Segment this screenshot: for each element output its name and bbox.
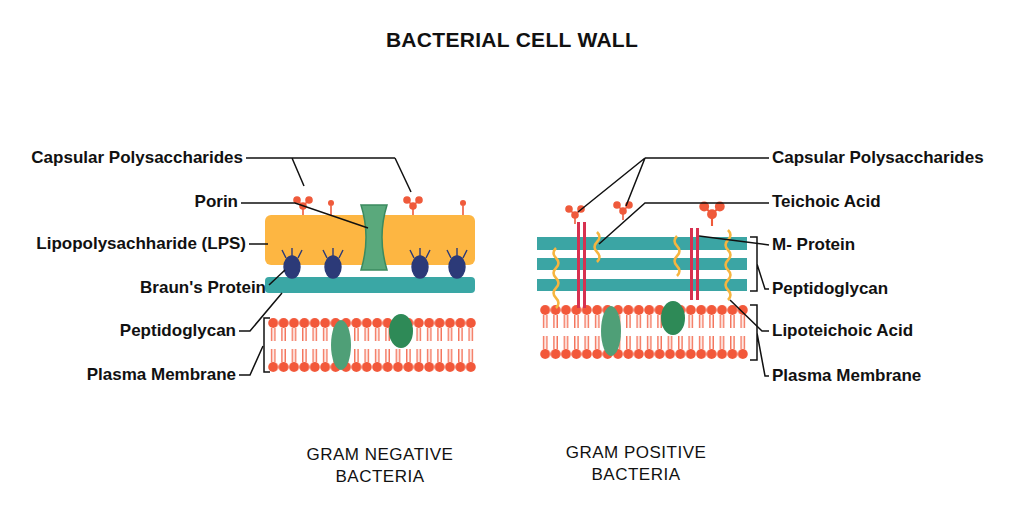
- peptidoglycan-layer: [537, 258, 747, 270]
- part-label: Plasma Membrane: [772, 366, 921, 386]
- peptidoglycan-layer: [537, 279, 747, 291]
- membrane-protein: [331, 320, 351, 370]
- part-label: Braun's Protein: [140, 278, 266, 298]
- membrane-protein: [661, 301, 685, 335]
- m-protein: [696, 228, 699, 300]
- part-label: Peptidoglycan: [772, 279, 888, 299]
- leader-line: [241, 203, 368, 228]
- part-label: M- Protein: [772, 235, 855, 255]
- part-label: Capsular Polysaccharides: [31, 148, 243, 168]
- teichoic-acid: [675, 236, 680, 276]
- panel-caption: GRAM NEGATIVE BACTERIA: [290, 444, 470, 488]
- part-label: Plasma Membrane: [87, 365, 236, 385]
- bracket: [750, 305, 769, 376]
- lipoteichoic-acid: [554, 248, 559, 308]
- panel-caption: GRAM POSITIVE BACTERIA: [546, 442, 726, 486]
- leader-line: [730, 300, 769, 331]
- m-protein: [583, 222, 586, 308]
- membrane-protein: [389, 314, 413, 348]
- m-protein: [577, 222, 580, 308]
- bracket: [264, 318, 270, 372]
- part-label: Peptidoglycan: [120, 321, 236, 341]
- part-label: Lipopolysachharide (LPS): [36, 234, 246, 254]
- peptidoglycan-layer: [265, 277, 475, 293]
- leader-line: [699, 236, 769, 245]
- leader-line: [239, 293, 282, 331]
- leader-line: [578, 158, 769, 212]
- capsular-polysaccharide: [331, 206, 463, 215]
- leader-line: [246, 158, 411, 192]
- capsular-polysaccharide: [700, 203, 723, 226]
- teichoic-acid: [595, 232, 600, 262]
- phospholipid-bilayer: [540, 304, 748, 360]
- part-label: Lipoteichoic Acid: [772, 321, 913, 341]
- phospholipid-bilayer: [268, 317, 476, 373]
- peptidoglycan-layer: [537, 237, 747, 250]
- leader-line: [269, 270, 285, 285]
- leader-line: [239, 346, 263, 375]
- braun-protein: [449, 256, 465, 278]
- part-label: Capsular Polysaccharides: [772, 148, 984, 168]
- braun-protein: [412, 256, 428, 278]
- m-protein: [690, 228, 693, 300]
- diagram-title: BACTERIAL CELL WALL: [386, 28, 638, 52]
- membrane-protein: [601, 306, 621, 356]
- braun-protein: [284, 256, 300, 278]
- sugar-unit: [328, 200, 334, 206]
- bracket: [750, 237, 769, 291]
- sugar-unit: [460, 200, 466, 206]
- leader-line: [599, 203, 769, 244]
- leader-line: [249, 243, 268, 245]
- capsular-polysaccharide: [404, 197, 422, 215]
- porin-channel: [361, 205, 387, 270]
- part-label: Teichoic Acid: [772, 192, 881, 212]
- part-label: Porin: [195, 192, 238, 212]
- braun-protein: [325, 256, 341, 278]
